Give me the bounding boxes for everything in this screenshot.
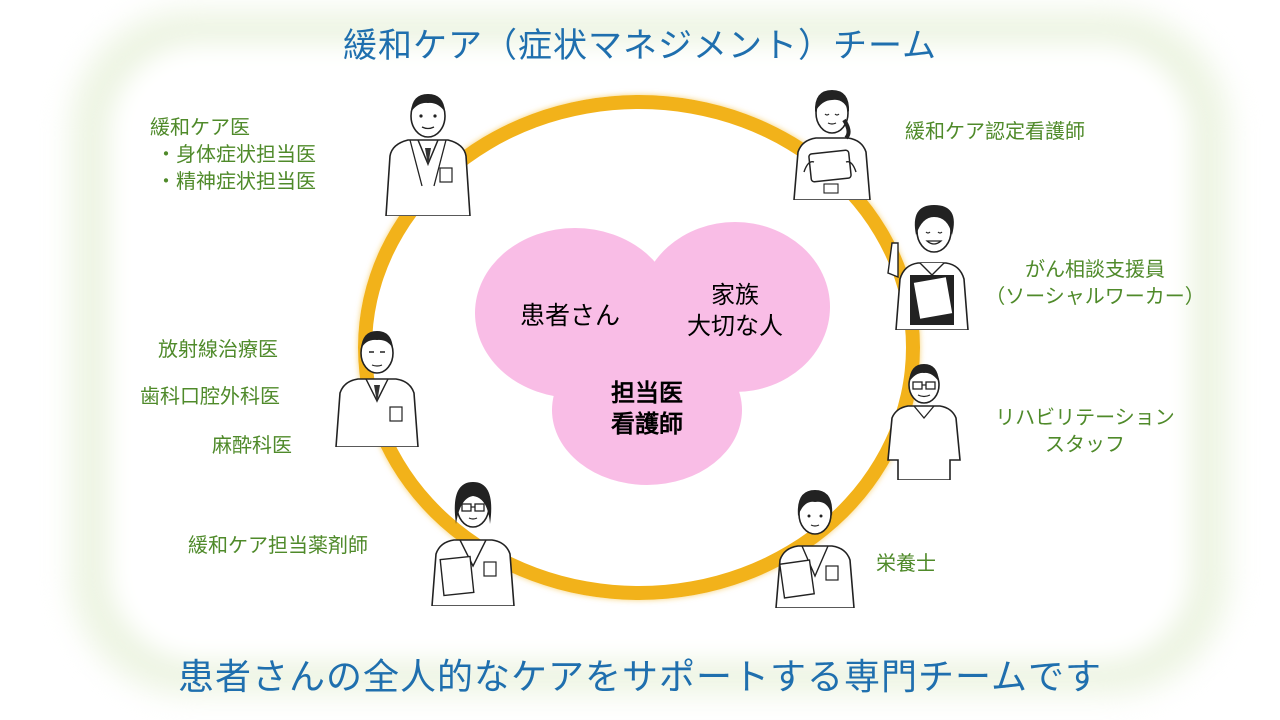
family-label-line2: 大切な人 <box>687 312 783 341</box>
nurse-tablet-icon <box>782 80 882 200</box>
patient-label: 患者さん <box>519 301 620 330</box>
rehab-staff-icon <box>884 360 964 480</box>
social-worker-label: がん相談支援員 （ソーシャルワーカー） <box>975 256 1215 310</box>
staff-label-line2: 看護師 <box>611 410 683 439</box>
physical-symptom-doctor: ・身体症状担当医 <box>156 142 316 166</box>
family-label-line1: 家族 <box>711 281 759 309</box>
social-worker-line1: がん相談支援員 <box>1025 257 1165 281</box>
palliative-doctor-label: 緩和ケア医 ・身体症状担当医 ・精神症状担当医 <box>150 114 316 195</box>
pharmacist-icon <box>428 474 518 606</box>
diagram-title: 緩和ケア（症状マネジメント）チーム <box>343 26 937 66</box>
dental-surgeon-label: 歯科口腔外科医 <box>140 384 280 408</box>
rehab-staff-line2: スタッフ <box>1045 432 1125 456</box>
mental-symptom-doctor: ・精神症状担当医 <box>156 169 316 193</box>
staff-blob <box>552 335 742 485</box>
certified-nurse-label: 緩和ケア認定看護師 <box>905 119 1085 143</box>
social-worker-line2: （ソーシャルワーカー） <box>985 284 1205 308</box>
radiation-oncologist-label: 放射線治療医 <box>158 337 278 361</box>
dietitian-icon <box>770 480 860 608</box>
palliative-doctor-title: 緩和ケア医 <box>150 115 250 139</box>
rehab-staff-label: リハビリテーション スタッフ <box>975 404 1195 458</box>
diagram-footer: 患者さんの全人的なケアをサポートする専門チームです <box>178 657 1102 698</box>
staff-label-line1: 担当医 <box>611 379 683 407</box>
doctor-male-icon <box>378 86 478 216</box>
pharmacist-label: 緩和ケア担当薬剤師 <box>188 533 368 557</box>
staff-label: 担当医 看護師 <box>572 378 722 440</box>
specialist-doctor-icon <box>332 325 422 447</box>
rehab-staff-line1: リハビリテーション <box>995 405 1175 429</box>
anesthesiologist-label: 麻酔科医 <box>212 433 292 457</box>
family-label: 家族 大切な人 <box>660 280 810 342</box>
dietitian-label: 栄養士 <box>876 551 936 575</box>
social-worker-icon <box>882 195 982 330</box>
